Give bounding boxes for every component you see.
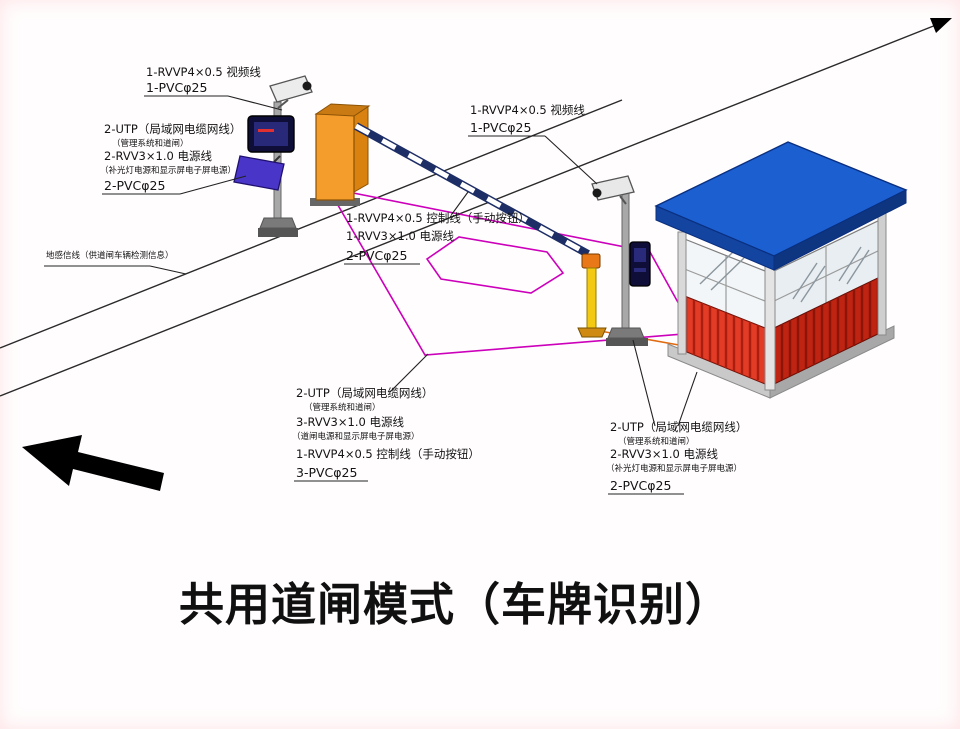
label-utp-booth-5: 2-PVCφ25 — [610, 478, 671, 493]
leader-utp-booth-pole — [632, 339, 656, 427]
diagram-title: 共用道闸模式（车牌识别） — [179, 578, 731, 631]
floodlight-bracket — [273, 155, 281, 163]
camera-pole-right-pedestal — [607, 327, 645, 339]
leader-ground-loop — [149, 265, 187, 275]
road-line-lower — [0, 24, 937, 397]
label-utp-mid-2: （管理系统和道闸） — [304, 402, 381, 413]
leader-cam-right — [544, 135, 598, 185]
barrier-base — [310, 198, 360, 206]
label-utp-left-4: （补光灯电源和显示屏电子屏电源） — [100, 165, 236, 176]
label-utp-left-2: （管理系统和道闸） — [112, 138, 189, 149]
camera-left-lens-icon — [302, 81, 312, 91]
camera-left-mount — [277, 99, 289, 109]
floodlight-icon — [233, 155, 285, 191]
camera-pole-right-base — [606, 338, 648, 346]
label-utp-booth-4: （补光灯电源和显示屏电子屏电源） — [606, 463, 742, 474]
label-cam-right-2: 1-PVCφ25 — [470, 120, 531, 135]
booth-post-left — [677, 231, 687, 355]
control-box-slot — [634, 268, 646, 272]
label-utp-booth-3: 2-RVV3×1.0 电源线 — [610, 447, 718, 461]
road-line-upper — [0, 99, 623, 349]
exit-camera-assembly — [577, 175, 651, 346]
barrier-cabinet-side — [353, 105, 369, 193]
label-utp-mid-4: （道闸电源和显示屏电子屏电源） — [292, 431, 420, 442]
label-barrier-3: 2-PVCφ25 — [346, 248, 407, 263]
label-utp-left-1: 2-UTP（局域网电缆网线） — [104, 122, 241, 136]
booth-post-front — [764, 265, 776, 391]
entry-camera-assembly — [233, 75, 313, 237]
label-utp-mid-3: 3-RVV3×1.0 电源线 — [296, 415, 404, 429]
arm-rest-base — [577, 327, 607, 338]
window-glare-side — [792, 246, 870, 303]
booth-roof-edge-side — [773, 189, 907, 271]
leader-utp-booth — [677, 371, 698, 427]
label-utp-mid-1: 2-UTP（局域网电缆网线） — [296, 386, 433, 400]
road-lines — [0, 18, 952, 397]
road-direction-arrow-icon — [930, 18, 952, 33]
camera-right-lens-icon — [592, 188, 602, 198]
barrier-cabinet-top — [314, 103, 371, 117]
leader-barrier — [451, 191, 469, 215]
label-utp-mid-5: 1-RVVP4×0.5 控制线（手动按钮） — [296, 447, 480, 461]
label-utp-booth-1: 2-UTP（局域网电缆网线） — [610, 420, 747, 434]
led-display-left-text — [258, 129, 274, 132]
label-utp-left-5: 2-PVCφ25 — [104, 178, 165, 193]
control-box-screen — [634, 248, 646, 262]
label-utp-booth-2: （管理系统和道闸） — [618, 436, 695, 447]
camera-pole-left-base — [258, 228, 298, 237]
label-cam-left-1: 1-RVVP4×0.5 视频线 — [146, 65, 261, 79]
barrier-arm-stripes — [354, 123, 590, 257]
label-utp-mid-6: 3-PVCφ25 — [296, 465, 357, 480]
label-utp-left-3: 2-RVV3×1.0 电源线 — [104, 149, 212, 163]
lpr-camera-left-icon — [269, 75, 313, 103]
barrier-gate — [310, 103, 590, 258]
camera-right-mount — [619, 195, 627, 205]
leader-cam-left — [227, 95, 283, 111]
arm-rest-lamp — [581, 253, 601, 269]
booth-post-right — [877, 212, 887, 336]
leader-lines — [149, 95, 698, 427]
leader-utp-mid — [389, 353, 429, 393]
camera-pole-left-pedestal — [259, 217, 297, 229]
leader-utp-left — [179, 175, 247, 195]
label-cam-right-1: 1-RVVP4×0.5 视频线 — [470, 103, 585, 117]
ground-induction-loop — [425, 236, 565, 294]
label-barrier-2: 1-RVV3×1.0 电源线 — [346, 229, 454, 243]
label-barrier-1: 1-RVVP4×0.5 控制线（手动按钮） — [346, 211, 530, 225]
cable-labels: 1-RVVP4×0.5 视频线 1-PVCφ25 2-UTP（局域网电缆网线） … — [44, 65, 747, 495]
guard-booth — [654, 141, 908, 399]
camera-pole-right — [621, 187, 630, 339]
window-glare-front — [699, 251, 745, 291]
label-cam-left-2: 1-PVCφ25 — [146, 80, 207, 95]
traffic-direction-arrow-icon — [22, 435, 164, 491]
barrier-cabinet-front — [315, 113, 355, 201]
label-ground-loop: 地感信线（供道闸车辆检测信息） — [46, 250, 174, 261]
arm-rest-post — [586, 267, 597, 329]
led-display-left-screen — [254, 122, 288, 146]
